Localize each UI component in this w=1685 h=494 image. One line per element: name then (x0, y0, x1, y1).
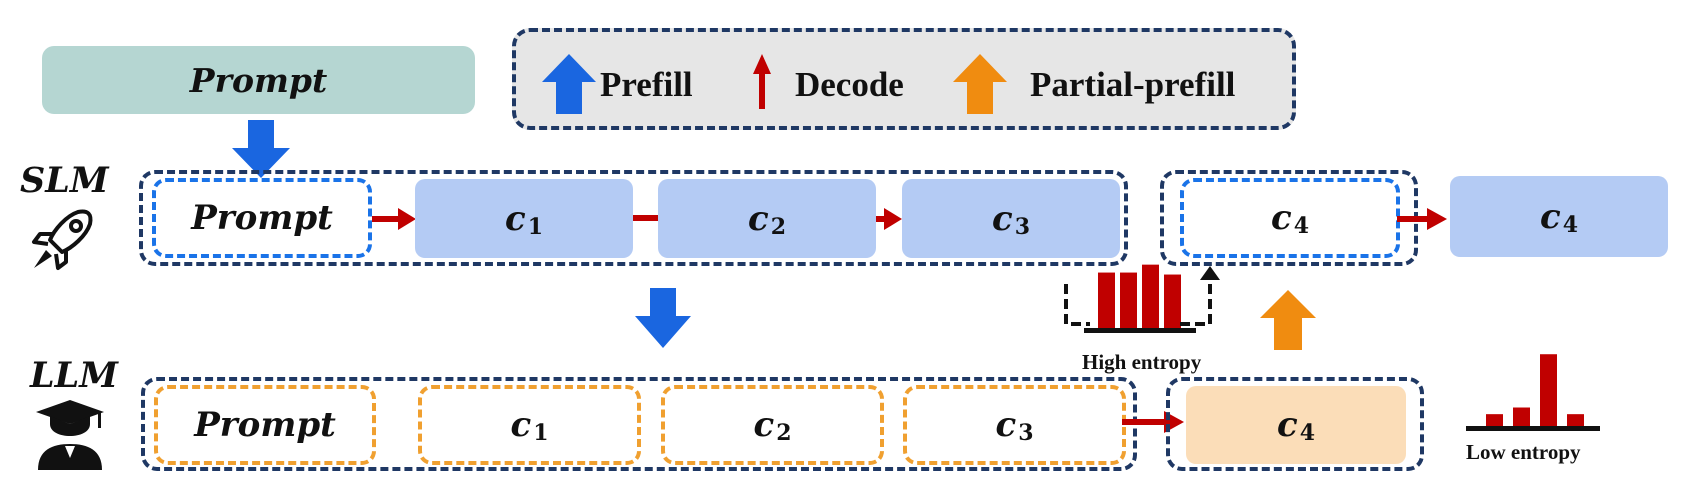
slm-chunk-c1-sub: 1 (527, 213, 543, 240)
llm-chunk-c3-sub: 3 (1018, 420, 1034, 446)
slm-verify-chunk-sub: 4 (1293, 213, 1309, 239)
slm-prompt-label: Prompt (191, 198, 333, 238)
legend-partial-prefill-label: Partial-prefill (1030, 65, 1236, 104)
low-entropy-label: Low entropy (1466, 440, 1581, 464)
high-entropy-bar-4 (1164, 274, 1181, 328)
llm-label: LLM (30, 355, 118, 396)
prompt-input-label: Prompt (189, 60, 328, 100)
low-entropy-bar-3 (1540, 354, 1557, 426)
llm-chunk-c2-sub: 2 (776, 420, 792, 446)
slm-verify-chunk-base: c (1270, 198, 1292, 238)
llm-output-chunk-sub: 4 (1299, 420, 1315, 446)
prompt-input-box: Prompt (42, 46, 475, 114)
llm-output-group (1166, 377, 1424, 471)
low-entropy-bar-2 (1513, 407, 1530, 426)
high-entropy-bracket-right (1180, 276, 1212, 326)
slm-chunk-c3-sub: 3 (1014, 213, 1030, 240)
high-entropy-bracket-left (1064, 284, 1090, 326)
llm-prompt-box: Prompt (154, 385, 376, 465)
legend (512, 28, 1296, 130)
rocket-icon (32, 209, 93, 270)
partial-prefill-up-arrow-icon (1260, 290, 1316, 350)
decode-arrow-icon (753, 54, 771, 109)
slm-output-arrow-icon (1397, 208, 1447, 230)
high-entropy-histogram (1064, 264, 1220, 333)
partial-prefill-arrow-icon (953, 54, 1007, 114)
low-entropy-bar-1 (1486, 414, 1503, 426)
slm-chunk-c2-sub: 2 (770, 213, 786, 240)
slm-prompt-box: Prompt (152, 178, 372, 258)
low-entropy-baseline (1466, 426, 1600, 431)
llm-chunk-c1-sub: 1 (533, 420, 549, 446)
legend-decode-label: Decode (795, 65, 904, 104)
low-entropy-bar-4 (1567, 414, 1584, 426)
slm-to-llm-arrow-icon (635, 288, 691, 348)
slm-label: SLM (20, 160, 109, 201)
slm-arrow-1-icon (372, 208, 416, 230)
low-entropy-histogram (1466, 354, 1600, 431)
high-entropy-label: High entropy (1082, 350, 1202, 374)
slm-connector-1 (633, 215, 658, 221)
slm-output-chunk-sub: 4 (1562, 211, 1578, 238)
llm-chunk-c1-base: c (510, 405, 532, 445)
llm-chunk-c3-base: c (995, 405, 1017, 445)
slm-chunk-c3-base: c (991, 198, 1013, 239)
slm-arrow-2-icon (876, 208, 902, 230)
slm-chunk-c2-base: c (747, 198, 769, 239)
prefill-arrow-icon (542, 54, 596, 114)
graduate-icon (36, 400, 104, 470)
prompt-to-slm-arrow-icon (232, 120, 290, 178)
llm-chunk-c2-base: c (753, 405, 775, 445)
llm-prompt-label: Prompt (194, 405, 336, 445)
high-entropy-bar-2 (1120, 272, 1137, 328)
legend-prefill-label: Prefill (600, 65, 693, 104)
high-entropy-baseline (1084, 328, 1196, 333)
slm-output-chunk-base: c (1539, 196, 1561, 237)
high-entropy-up-arrow (1200, 266, 1220, 280)
high-entropy-bar-1 (1098, 272, 1115, 328)
high-entropy-bar-3 (1142, 264, 1159, 328)
llm-output-chunk-base: c (1276, 405, 1298, 445)
slm-draft-group (139, 170, 1128, 266)
slm-chunk-c1-base: c (504, 198, 526, 239)
